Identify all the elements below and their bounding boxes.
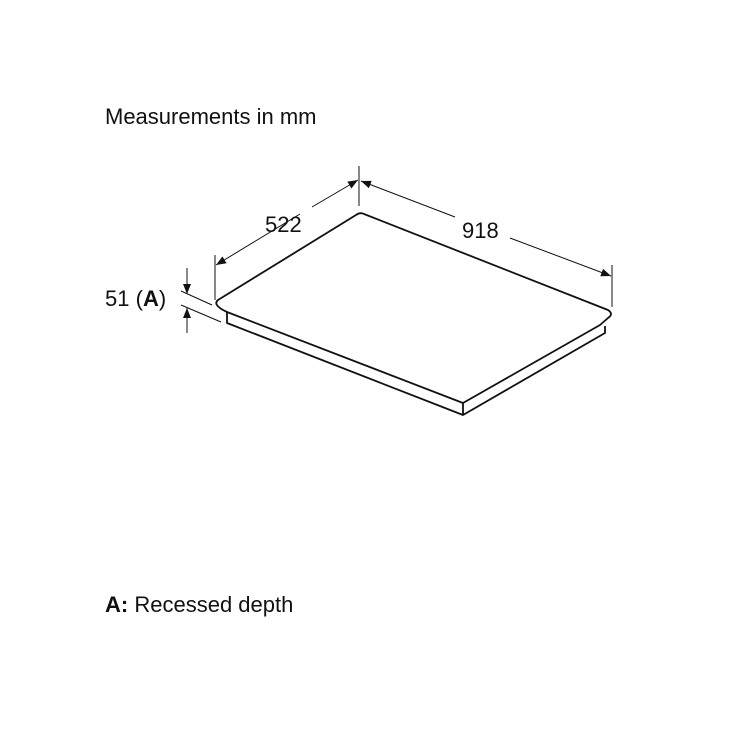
hob-recess-body [226,312,606,416]
hob-top-surface [215,212,612,404]
recess-value: 51 [105,286,130,311]
recess-paren: ) [158,286,167,311]
extension-line [180,304,222,323]
dimension-line-522 [311,179,359,208]
diagram-title: Measurements in mm [105,104,317,129]
dimension-depth-label: 522 [265,212,302,237]
dimension-line-918 [509,237,612,277]
dimension-recess-label: 51 (A) [105,286,166,312]
dimension-width-label: 918 [462,218,499,243]
dimension-line-918 [360,180,456,218]
legend-item: A: Recessed depth [105,592,293,618]
dimension-line-522 [215,213,301,266]
recess-key: A [142,286,159,311]
recess-paren: ( [135,286,143,311]
legend-text: Recessed depth [134,592,294,617]
legend-key: A: [105,592,129,617]
extension-line [180,290,213,306]
